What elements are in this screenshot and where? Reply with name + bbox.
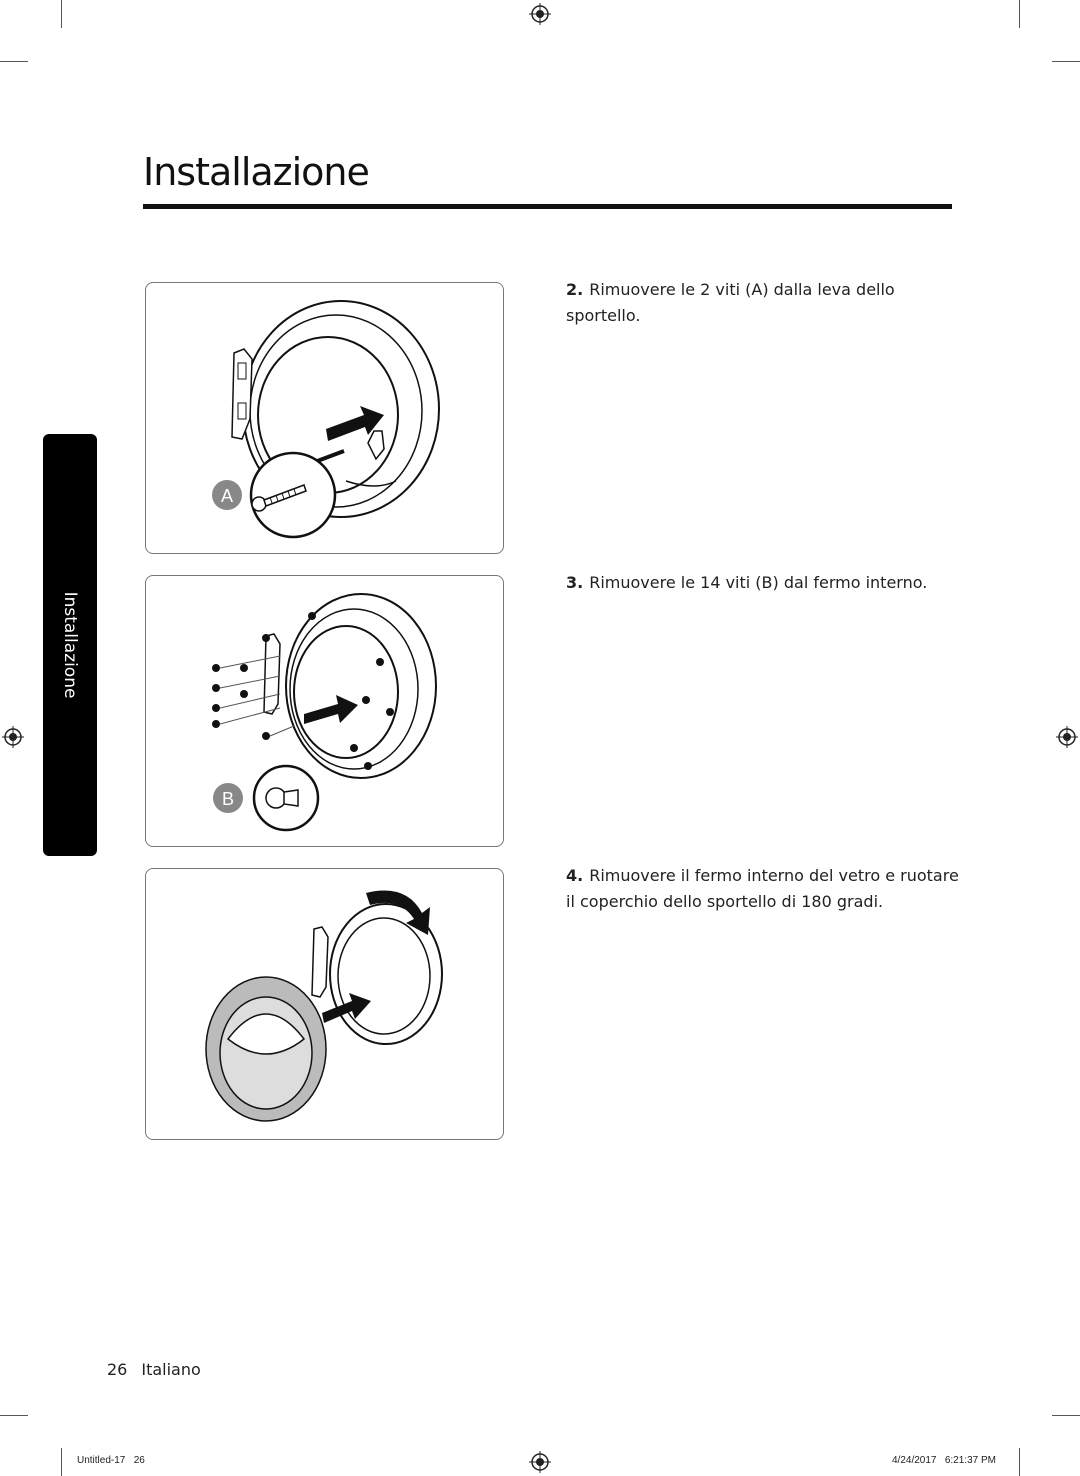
- step-number: 2.: [566, 280, 584, 299]
- print-slug-file: Untitled-17 26: [77, 1455, 145, 1466]
- registration-mark-icon: [529, 1451, 551, 1473]
- side-section-tab: Installazione: [43, 434, 97, 856]
- title-rule: [143, 204, 952, 209]
- crop-mark: [61, 0, 62, 28]
- side-section-tab-label: Installazione: [60, 591, 80, 699]
- retainer-screws-illustration: B: [212, 593, 437, 832]
- figure-door-lever-screws: A: [145, 282, 504, 554]
- slug-date: 4/24/2017: [892, 1455, 937, 1466]
- crop-mark: [1052, 1415, 1080, 1416]
- callout-label: A: [221, 486, 233, 506]
- step-text: Rimuovere le 14 viti (B) dal fermo inter…: [589, 573, 928, 592]
- slug-file-page: 26: [133, 1455, 145, 1466]
- registration-mark-icon: [2, 726, 24, 748]
- registration-mark-icon: [529, 3, 551, 25]
- figure-rotate-cover: [145, 868, 504, 1140]
- callout-label: B: [222, 789, 234, 809]
- rotate-cover-illustration: [205, 890, 443, 1122]
- crop-mark: [61, 1448, 62, 1476]
- step-3: 3. Rimuovere le 14 viti (B) dal fermo int…: [566, 570, 966, 596]
- crop-mark: [0, 1415, 28, 1416]
- step-4: 4.Rimuovere il fermo interno del vetro e…: [566, 863, 966, 915]
- figure-retainer-screws: B: [145, 575, 504, 847]
- page-language: Italiano: [141, 1360, 201, 1379]
- page-number: 26: [107, 1360, 128, 1379]
- print-slug-date: 4/24/2017 6:21:37 PM: [892, 1455, 996, 1466]
- step-number: 4.: [566, 866, 584, 885]
- page-title: Installazione: [143, 150, 370, 194]
- crop-mark: [0, 61, 28, 62]
- door-lever-illustration: A: [212, 300, 440, 539]
- crop-mark: [1019, 1448, 1020, 1476]
- step-text: Rimuovere il fermo interno del vetro e r…: [566, 866, 959, 911]
- step-number: 3.: [566, 573, 584, 592]
- crop-mark: [1052, 61, 1080, 62]
- crop-mark: [1019, 0, 1020, 28]
- slug-time: 6:21:37 PM: [944, 1455, 996, 1466]
- registration-mark-icon: [1056, 726, 1078, 748]
- page-footer: 26 Italiano: [107, 1360, 215, 1379]
- step-text: Rimuovere le 2 viti (A) dalla leva dello…: [566, 280, 895, 325]
- slug-file-name: Untitled-17: [77, 1455, 126, 1466]
- step-2: 2.Rimuovere le 2 viti (A) dalla leva del…: [566, 277, 966, 329]
